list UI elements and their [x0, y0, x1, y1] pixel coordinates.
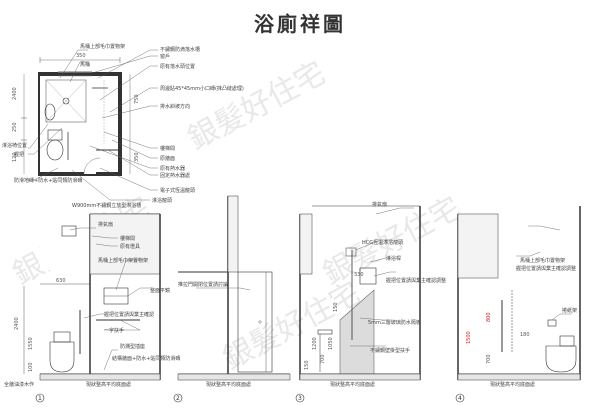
e4-dim-d2: 1500 — [466, 331, 472, 344]
page-title: 浴廁祥圖 — [254, 12, 346, 36]
e2-label-door: 推拉門開閉位置請討論 — [178, 281, 228, 288]
elevation-3 — [299, 205, 421, 381]
e2-floor-label: 現狀整高平均底面處 — [206, 381, 251, 388]
toilet-bowl — [46, 139, 64, 161]
label-orig-drain: 原有落水頭位置 — [160, 63, 195, 70]
elevation-4 — [457, 206, 581, 381]
label-toilet: 馬桶 — [80, 61, 90, 68]
label-wall-tile: 周邊貼45*45mm小口磚(抹凸縫處理) — [160, 85, 244, 92]
e4-dim-d1: 800 — [486, 312, 492, 322]
e1-dim-d1: 630 — [56, 278, 66, 284]
label-shower-seat: 淋浴椅位置 — [2, 142, 27, 149]
e1-label-grab-l: 握把位置請與業主確認 — [104, 311, 154, 318]
plan-dim-left: 2400 — [12, 87, 18, 100]
e1-number: 1 — [38, 395, 42, 402]
e1-dim-d3: 1550 — [28, 337, 34, 350]
e1-label-fixture: 原有燈具 — [120, 243, 140, 250]
e4-label-shelf: 馬桶上部毛巾置物架 — [520, 257, 565, 264]
shower-area — [45, 79, 87, 123]
e1-floor-label: 現狀整高平均底面處 — [86, 381, 131, 388]
e1-dim-d4: 100 — [28, 362, 34, 372]
e3-dim-d6: 150 — [304, 360, 310, 370]
label-towel-rack: 馬桶上部毛巾置物架 — [80, 43, 125, 50]
label-stair: 樓梯間 — [160, 145, 175, 152]
plan-dim-right: 750 — [134, 94, 140, 104]
e2-number: 2 — [176, 395, 180, 402]
e1-label-shelf: 馬桶上部毛巾架置物架 — [98, 257, 148, 264]
e1-label-vent: 排氣扇 — [98, 221, 113, 228]
e4-label-grab: 握把位置請與業主確認調整 — [516, 265, 576, 272]
e3-label-pipe: HCG恆溫淋浴龍頭 — [362, 239, 403, 246]
plan-dim-left-low: 120 — [12, 152, 18, 162]
e1-left-note: 全牆油漆木作 — [4, 381, 34, 388]
basin — [44, 103, 56, 121]
e3-label-shower: 淋浴桿 — [386, 255, 401, 262]
floor-plan — [21, 57, 131, 176]
e2-door — [237, 271, 273, 373]
e1-dim-d2: 2400 — [14, 317, 20, 330]
label-orig-wall: 原牆面 — [160, 155, 175, 162]
e3-dim-d1: 330 — [354, 272, 364, 278]
e3-number: 3 — [298, 395, 302, 402]
e4-number: 4 — [458, 395, 462, 402]
e4-dim-d3: 700 — [486, 354, 492, 364]
e1-label-grab-r: 一字扶手 — [104, 327, 124, 334]
plan-dim-top: 350 — [76, 53, 86, 59]
label-drain-slope: 排水斜坡方向 — [160, 103, 190, 110]
label-shower-head: 淋浴龍頭 — [152, 197, 172, 204]
plan-dim-left-mid: 250 — [12, 122, 18, 132]
e3-dim-d4: 700 — [320, 354, 326, 364]
e1-label-stair: 樓梯間 — [120, 235, 135, 242]
e3-dim-d5: 1050 — [328, 337, 334, 350]
e4-label-paper: 捲紙架 — [562, 307, 577, 314]
e3-label-vent: 排氣扇 — [372, 201, 387, 208]
e3-floor-label: 現狀整高平均底面處 — [330, 381, 375, 388]
label-handrail-l: 握把 — [14, 151, 24, 158]
label-water-heater: 原有熱水器 — [160, 165, 185, 172]
e4-floor-label: 現狀整高平均底面處 — [490, 381, 535, 388]
label-floor-tile: 防滑地磚+防水+貼同類防滑磚 — [14, 177, 82, 184]
plan-labels: 馬桶上部毛巾置物架 不鏽鋼防滴落水槽 窗戶 馬桶 原有落水頭位置 周邊貼45*4… — [2, 43, 244, 209]
label-no-water-drain: 不鏽鋼防滴落水槽 — [160, 46, 200, 53]
label-electric-heater: 電子式恆溫龍頭 — [160, 187, 195, 194]
e3-label-partition: 5mm三層玻璃防水隔板 — [368, 319, 421, 326]
e4-dim-d4: 180 — [520, 332, 530, 338]
e3-dim-d3: 1200 — [312, 337, 318, 350]
e1-label-outlet: 防濺型插座 — [120, 343, 145, 350]
e1-label-floor: 結構牆面+防水+貼同類防滑磚 — [112, 355, 180, 362]
e3-dim-d2: 150 — [333, 302, 339, 312]
watermark-text: 銀髮好住宅 — [182, 56, 331, 157]
label-window: 窗戶 — [160, 53, 170, 60]
elevation-1 — [23, 213, 161, 381]
plan-dim-right-low: 350 — [134, 152, 140, 162]
e3-label-floor: 不鏽鋼壁掛型扶手 — [370, 347, 410, 354]
e3-label-seat: 握把位置請與業主確認調整 — [386, 277, 446, 284]
e1-label-mirror: 整面平鏡 — [150, 287, 170, 294]
label-shelf: W900mm不鏽鋼立放型淋浴槽 — [72, 202, 141, 209]
label-pipe-route: 固定熱水器處 — [160, 172, 190, 179]
